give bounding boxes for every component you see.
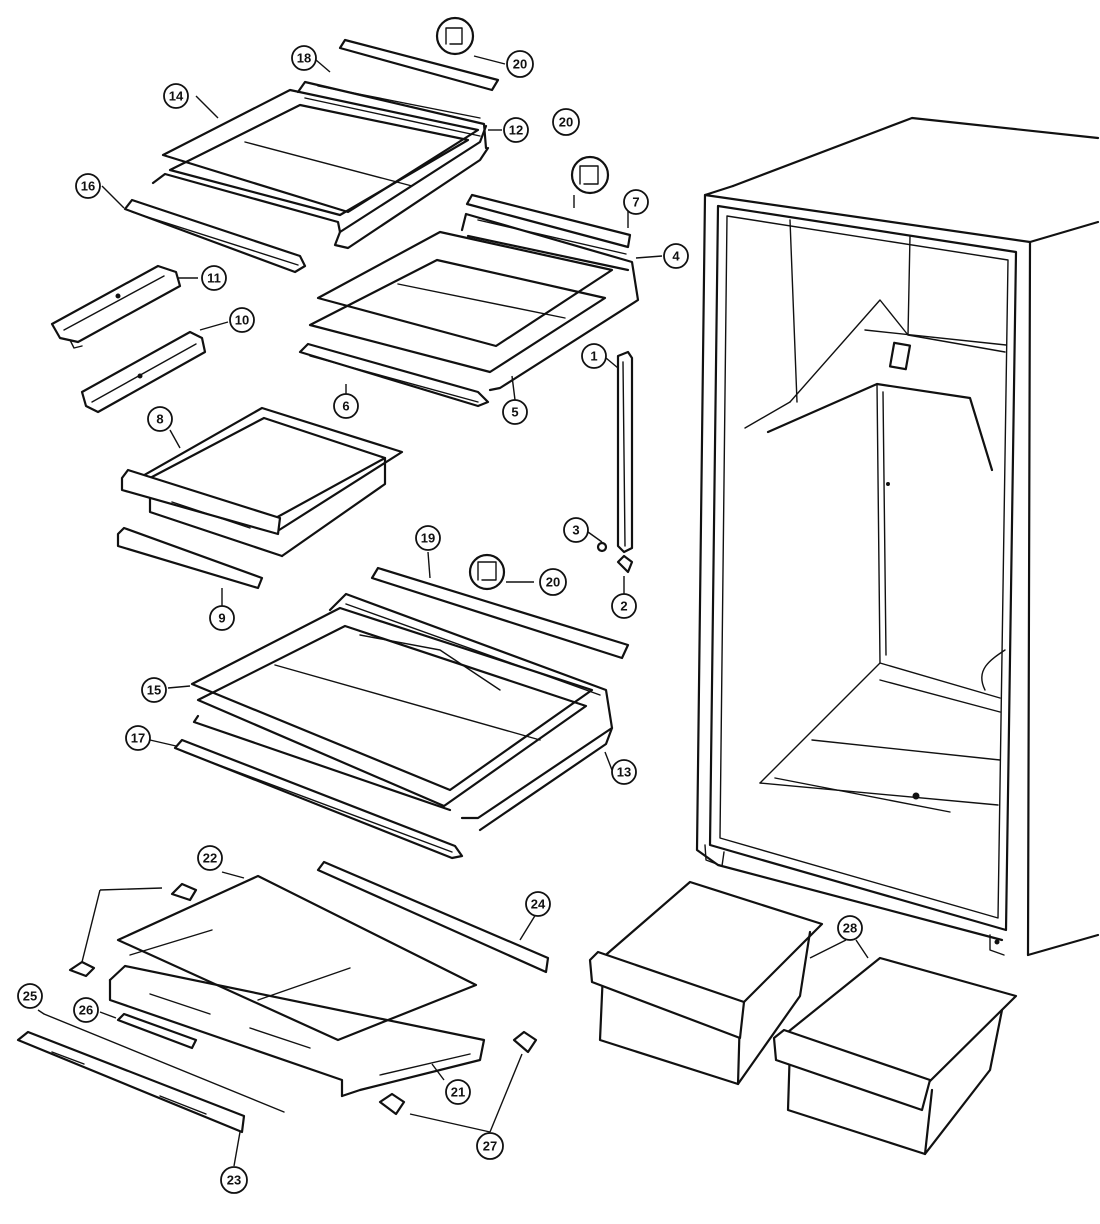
callout-20-top: 20	[506, 50, 534, 78]
shelf-frame-13	[192, 592, 614, 832]
callout-18: 18	[291, 45, 317, 71]
callout-8: 8	[147, 406, 173, 432]
svg-text:17: 17	[131, 731, 145, 746]
glide-icon-top	[435, 16, 475, 56]
shelf-trim-18	[338, 38, 500, 92]
support-rail-1	[616, 350, 634, 554]
svg-text:3: 3	[572, 523, 579, 538]
bracket-10	[80, 330, 207, 414]
svg-text:15: 15	[147, 683, 161, 698]
shelf-trim-16	[123, 198, 307, 274]
callout-3: 3	[563, 517, 589, 543]
shelf-glass-14	[161, 88, 480, 217]
callout-1: 1	[581, 343, 607, 369]
shelf-trim-6	[298, 342, 490, 408]
svg-text:20: 20	[559, 115, 573, 130]
svg-text:8: 8	[156, 412, 163, 427]
crisper-drawer-28b	[772, 956, 1018, 1156]
callout-7: 7	[623, 189, 649, 215]
callout-14: 14	[163, 83, 189, 109]
callout-27: 27	[476, 1132, 504, 1160]
svg-text:2: 2	[620, 599, 627, 614]
callout-10: 10	[229, 307, 255, 333]
shelf-glass-5	[308, 230, 614, 374]
cover-frame-21	[108, 964, 486, 1098]
strip-26	[116, 1012, 198, 1050]
svg-text:6: 6	[342, 399, 349, 414]
svg-text:28: 28	[843, 921, 857, 936]
shelf-trim-17	[173, 738, 464, 860]
callout-12: 12	[503, 117, 529, 143]
callout-11: 11	[201, 265, 227, 291]
svg-text:1: 1	[590, 349, 597, 364]
rail-24	[316, 860, 550, 974]
callout-15: 15	[141, 677, 167, 703]
svg-text:11: 11	[207, 271, 221, 286]
glide-icon-mid	[570, 155, 610, 195]
pan-8	[120, 406, 404, 558]
svg-text:12: 12	[509, 123, 523, 138]
svg-text:23: 23	[227, 1173, 241, 1188]
refrigerator-cabinet	[695, 116, 1100, 957]
callout-24: 24	[525, 891, 551, 917]
front-panel-23	[16, 1030, 246, 1134]
callout-23: 23	[220, 1166, 248, 1194]
svg-text:19: 19	[421, 531, 435, 546]
svg-text:4: 4	[672, 249, 680, 264]
svg-text:13: 13	[617, 765, 631, 780]
cap-2	[616, 554, 634, 574]
svg-text:9: 9	[218, 611, 225, 626]
shelf-frame-4	[460, 212, 640, 392]
callout-26: 26	[73, 997, 99, 1023]
callout-2: 2	[611, 593, 637, 619]
callout-20-mid: 20	[552, 108, 580, 136]
shelf-trim-19	[370, 566, 630, 660]
callout-4: 4	[663, 243, 689, 269]
svg-text:10: 10	[235, 313, 249, 328]
crisper-cover-22	[116, 874, 478, 1042]
svg-text:18: 18	[297, 51, 311, 66]
leader-lines	[37, 55, 869, 1167]
callout-25: 25	[17, 983, 43, 1009]
svg-text:5: 5	[511, 405, 518, 420]
callout-19: 19	[415, 525, 441, 551]
callout-9: 9	[209, 605, 235, 631]
clips-27	[68, 882, 538, 1116]
svg-text:26: 26	[79, 1003, 93, 1018]
callout-16: 16	[75, 173, 101, 199]
callout-21: 21	[445, 1079, 471, 1105]
callout-6: 6	[333, 393, 359, 419]
svg-text:25: 25	[23, 989, 37, 1004]
svg-text:20: 20	[513, 57, 527, 72]
glide-icon-low	[468, 553, 506, 591]
shelf-glass-15	[190, 606, 594, 808]
svg-text:16: 16	[81, 179, 95, 194]
callout-5: 5	[502, 399, 528, 425]
callout-22: 22	[197, 845, 223, 871]
svg-text:7: 7	[632, 195, 639, 210]
svg-text:27: 27	[483, 1139, 497, 1154]
callout-17: 17	[125, 725, 151, 751]
callout-13: 13	[611, 759, 637, 785]
shelf-frame-12	[151, 80, 490, 250]
bracket-11	[50, 264, 182, 349]
svg-text:22: 22	[203, 851, 217, 866]
callout-28: 28	[837, 915, 863, 941]
svg-text:14: 14	[169, 89, 184, 104]
rail-9	[116, 526, 264, 590]
svg-text:21: 21	[451, 1085, 465, 1100]
clip-3	[596, 541, 608, 553]
rod-25	[43, 1013, 285, 1113]
svg-text:24: 24	[531, 897, 546, 912]
callout-20-low: 20	[539, 568, 567, 596]
shelf-trim-7	[465, 193, 632, 249]
svg-text:20: 20	[546, 575, 560, 590]
crisper-drawer-28a	[588, 880, 824, 1086]
